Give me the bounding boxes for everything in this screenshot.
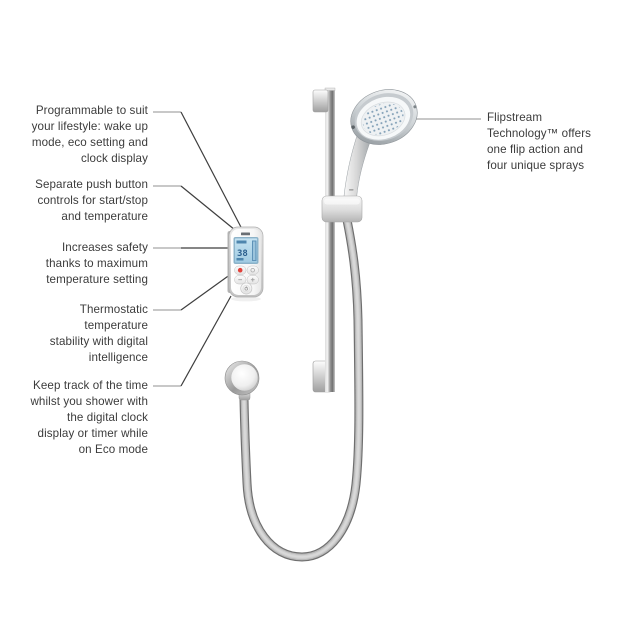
hose-rib-texture xyxy=(240,216,363,561)
callout-leader-lines xyxy=(153,111,481,387)
rail-top-bracket xyxy=(312,89,329,113)
callout-clock: Keep track of the time whilst you shower… xyxy=(30,379,148,456)
slide-rail xyxy=(312,87,336,393)
elbow-dome-cap xyxy=(231,364,258,391)
head-pivot-right xyxy=(413,105,417,109)
lcd-status-bar xyxy=(236,240,247,244)
wall-outlet-elbow xyxy=(224,360,260,401)
shower-hose xyxy=(239,215,364,562)
callout-flipstream: Flipstream Technology™ offers one flip a… xyxy=(487,111,592,172)
spray-nozzles xyxy=(362,103,404,135)
callout-safety: Increases safety thanks to maximum tempe… xyxy=(45,241,148,286)
callout-push-buttons: Separate push button controls for start/… xyxy=(35,178,148,223)
handle-logo-mark xyxy=(349,189,354,191)
rail-top-cap xyxy=(324,87,336,91)
lcd-mode-bar xyxy=(236,258,244,261)
controller-shadow xyxy=(231,296,261,302)
head-pivot-left xyxy=(351,125,355,129)
leader-push-buttons xyxy=(153,185,236,231)
controller-brand-mark xyxy=(241,232,250,236)
rail-bar xyxy=(325,88,335,392)
handset-handle xyxy=(343,133,370,199)
shower-handset xyxy=(321,89,418,223)
lcd-screen xyxy=(234,237,258,264)
digital-controller: 38 xyxy=(227,226,264,302)
mode-button-glyph xyxy=(250,268,255,273)
controller-buttons xyxy=(234,265,259,295)
mode-button xyxy=(246,265,259,275)
leader-thermostatic xyxy=(153,273,232,311)
lcd-display: 38 xyxy=(233,237,259,264)
callout-thermostatic: Thermostatic temperature stability with … xyxy=(49,303,148,364)
holder-highlight xyxy=(324,198,360,205)
callout-programmable: Programmable to suit your lifestyle: wak… xyxy=(31,104,148,165)
lcd-temperature-value: 38 xyxy=(237,249,248,259)
leader-programmable xyxy=(153,111,244,232)
start-stop-red-dot xyxy=(237,267,243,273)
shower-head xyxy=(350,89,418,145)
lcd-scale-fill xyxy=(253,241,256,260)
eco-button-inner xyxy=(242,284,250,293)
leader-clock xyxy=(153,295,232,387)
